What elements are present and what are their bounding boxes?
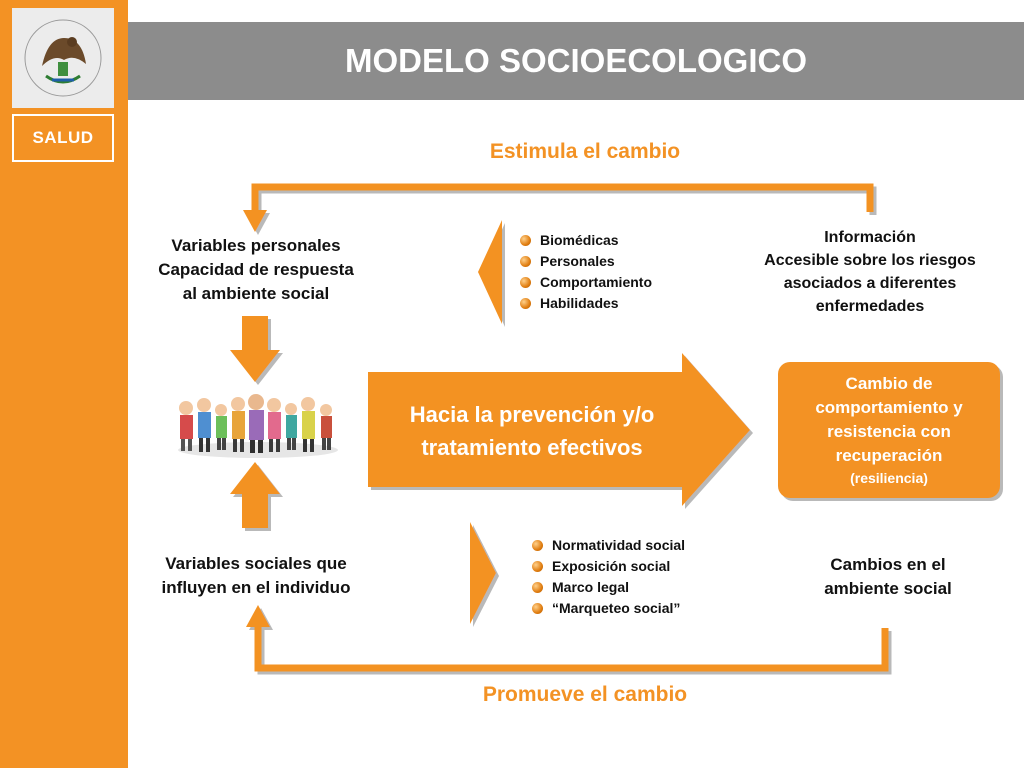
group-of-people-illustration: [178, 394, 338, 458]
result-note: (resiliencia): [850, 470, 928, 486]
center-arrow-text: Hacia la prevención y/o tratamiento efec…: [372, 398, 692, 464]
sidebar-band: [0, 0, 128, 768]
coat-of-arms-icon: [24, 19, 102, 97]
social-variables: Variables sociales que influyen en el in…: [128, 552, 384, 600]
bullet-icon: [532, 561, 543, 572]
bullet-icon: [520, 277, 531, 288]
left-chevron-personal-factors: [478, 220, 502, 324]
environment-changes-line-2: ambiente social: [824, 579, 952, 598]
environment-changes-line-1: Cambios en el: [830, 555, 946, 574]
bullet-icon: [520, 298, 531, 309]
environment-changes: Cambios en el ambiente social: [770, 553, 1006, 601]
information-line-4: enfermedades: [815, 298, 925, 315]
mexican-coat-of-arms-logo: [12, 8, 114, 108]
bullet-icon: [520, 256, 531, 267]
information-line-1: Información: [824, 229, 916, 246]
information-line-2: Accesible sobre los riesgos: [764, 252, 976, 269]
behavior-change-box: Cambio de comportamiento y resistencia c…: [778, 362, 1000, 498]
down-arrow: [230, 316, 280, 382]
personal-factors-list: Biomédicas Personales Comportamiento Hab…: [520, 230, 720, 314]
result-line-3: resistencia con: [827, 422, 951, 441]
list-item: “Marqueteo social”: [532, 598, 752, 619]
top-feedback-loop-arrow: [243, 183, 874, 232]
personal-variables-line-3: al ambiente social: [182, 284, 330, 303]
personal-variables-line-1: Variables personales: [171, 236, 341, 255]
list-item: Marco legal: [532, 577, 752, 598]
salud-label: SALUD: [12, 114, 114, 162]
center-arrow-line-2: tratamiento efectivos: [421, 435, 643, 460]
list-item: Biomédicas: [520, 230, 720, 251]
personal-variables-line-2: Capacidad de respuesta: [158, 260, 354, 279]
information-text: Información Accesible sobre los riesgos …: [740, 226, 1000, 318]
list-item: Habilidades: [520, 293, 720, 314]
bullet-icon: [532, 540, 543, 551]
page-title: MODELO SOCIOECOLOGICO: [128, 22, 1024, 100]
center-arrow-shape: [368, 353, 750, 506]
bottom-loop-label: Promueve el cambio: [482, 683, 688, 706]
top-loop-label: Estimula el cambio: [489, 140, 681, 163]
bullet-icon: [532, 603, 543, 614]
result-line-1: Cambio de: [845, 374, 933, 393]
social-factors-list: Normatividad social Exposición social Ma…: [532, 535, 752, 619]
list-item: Personales: [520, 251, 720, 272]
list-item: Comportamiento: [520, 272, 720, 293]
result-line-4: recuperación: [835, 446, 943, 465]
personal-variables: Variables personales Capacidad de respue…: [128, 234, 384, 306]
bullet-icon: [532, 582, 543, 593]
bottom-feedback-loop-arrow: [246, 605, 889, 672]
list-item: Exposición social: [532, 556, 752, 577]
social-variables-line-1: Variables sociales que: [165, 554, 347, 573]
result-line-2: comportamiento y: [815, 398, 963, 417]
list-item: Normatividad social: [532, 535, 752, 556]
center-arrow-line-1: Hacia la prevención y/o: [409, 402, 655, 427]
up-arrow: [230, 462, 280, 528]
social-variables-line-2: influyen en el individuo: [161, 578, 351, 597]
bullet-icon: [520, 235, 531, 246]
information-line-3: asociados a diferentes: [783, 275, 957, 292]
right-chevron-social-factors: [470, 522, 496, 624]
